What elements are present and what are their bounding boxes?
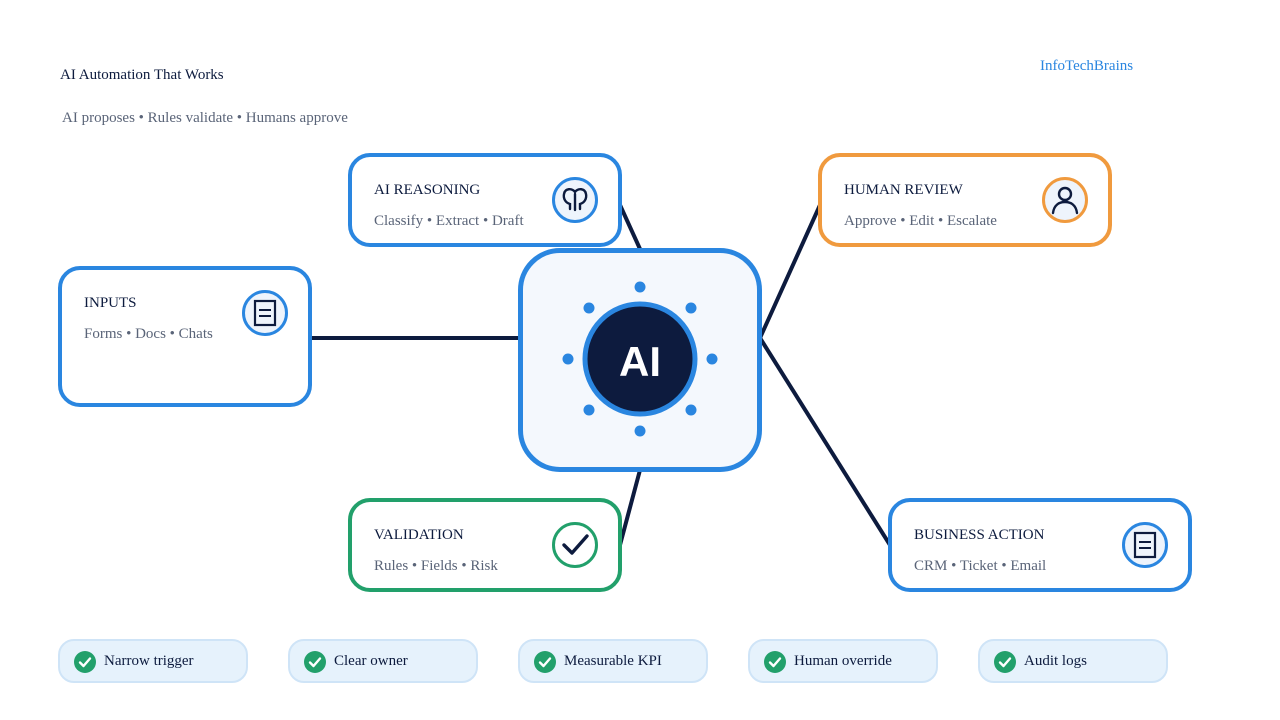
hub-dot xyxy=(685,404,697,416)
page-subtitle: AI proposes • Rules validate • Humans ap… xyxy=(62,110,348,126)
document-icon xyxy=(1122,522,1168,568)
pill-label: Audit logs xyxy=(1024,653,1087,669)
card-title: VALIDATION xyxy=(374,527,464,543)
connector-ai-reasoning xyxy=(618,204,642,250)
pill-measurable-kpi: Measurable KPI xyxy=(518,639,708,683)
card-title: HUMAN REVIEW xyxy=(844,182,963,198)
card-ai-reasoning: AI REASONING Classify • Extract • Draft xyxy=(348,153,622,247)
check-circle-icon xyxy=(764,651,786,673)
connector-validation xyxy=(618,469,642,546)
card-title: BUSINESS ACTION xyxy=(914,527,1045,543)
pill-label: Measurable KPI xyxy=(564,653,662,669)
check-circle-icon xyxy=(304,651,326,673)
hub-dot xyxy=(685,302,697,314)
hub-label: AI xyxy=(619,338,661,385)
pill-audit-logs: Audit logs xyxy=(978,639,1168,683)
ai-hub: AI xyxy=(518,248,762,472)
pill-label: Narrow trigger xyxy=(104,653,194,669)
connector-human-review xyxy=(758,204,822,339)
hub-dot xyxy=(583,404,595,416)
hub-dot xyxy=(634,281,646,293)
card-subtitle: CRM • Ticket • Email xyxy=(914,558,1047,574)
check-icon xyxy=(552,522,598,568)
hub-dot xyxy=(634,425,646,437)
card-inputs: INPUTS Forms • Docs • Chats xyxy=(58,266,312,407)
check-circle-icon xyxy=(994,651,1016,673)
check-circle-icon xyxy=(74,651,96,673)
page-title: AI Automation That Works xyxy=(60,67,224,83)
card-title: INPUTS xyxy=(84,295,137,311)
card-subtitle: Forms • Docs • Chats xyxy=(84,326,213,342)
card-business-action: BUSINESS ACTION CRM • Ticket • Email xyxy=(888,498,1192,592)
brand-name: InfoTechBrains xyxy=(1040,58,1134,74)
check-circle-icon xyxy=(534,651,556,673)
hub-dot xyxy=(562,353,574,365)
hub-graphic xyxy=(562,281,718,437)
card-title: AI REASONING xyxy=(374,182,481,198)
pill-human-override: Human override xyxy=(748,639,938,683)
document-icon xyxy=(242,290,288,336)
pill-label: Human override xyxy=(794,653,892,669)
brain-icon xyxy=(552,177,598,223)
hub-core xyxy=(582,301,698,417)
connector-business-action xyxy=(758,336,892,547)
card-human-review: HUMAN REVIEW Approve • Edit • Escalate xyxy=(818,153,1112,247)
hub-dot xyxy=(583,302,595,314)
hub-dot xyxy=(706,353,718,365)
card-subtitle: Rules • Fields • Risk xyxy=(374,558,498,574)
person-icon xyxy=(1042,177,1088,223)
card-validation: VALIDATION Rules • Fields • Risk xyxy=(348,498,622,592)
card-subtitle: Approve • Edit • Escalate xyxy=(844,213,997,229)
pill-narrow-trigger: Narrow trigger xyxy=(58,639,248,683)
pill-clear-owner: Clear owner xyxy=(288,639,478,683)
card-subtitle: Classify • Extract • Draft xyxy=(374,213,524,229)
pill-label: Clear owner xyxy=(334,653,408,669)
